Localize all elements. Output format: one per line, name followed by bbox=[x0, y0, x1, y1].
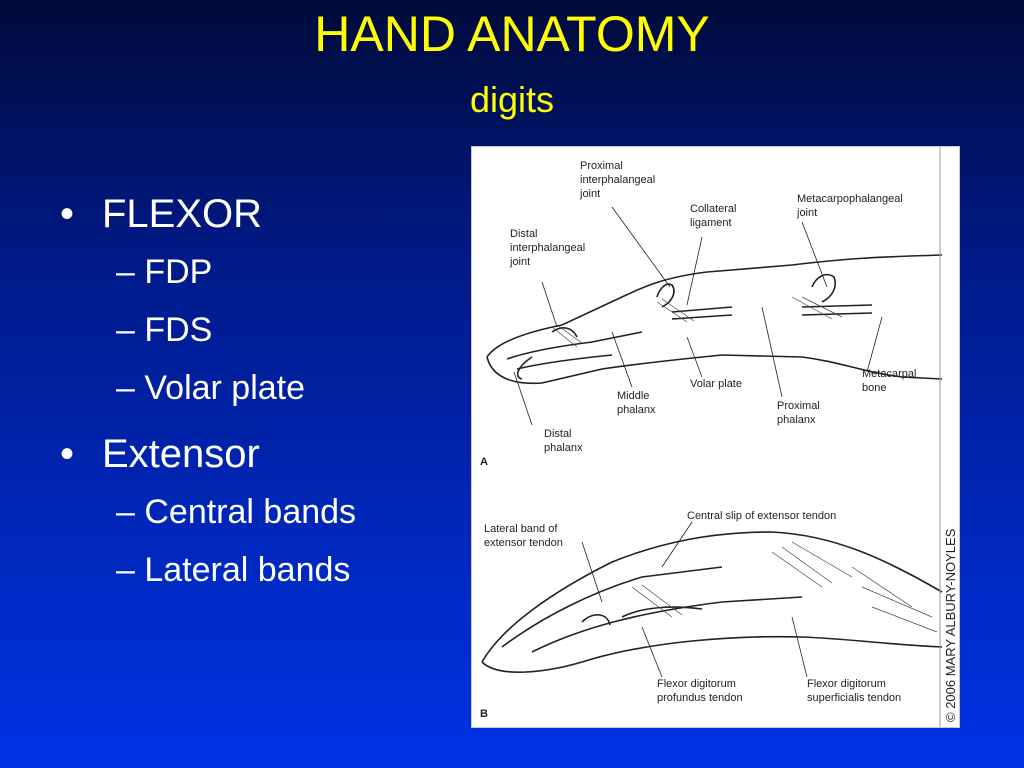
panel-b-drawing bbox=[481, 531, 943, 673]
panel-b-leaders bbox=[581, 521, 808, 678]
label-volar-plate: Volar plate bbox=[690, 378, 742, 390]
bullet-label: Extensor bbox=[102, 432, 260, 476]
bullet-dot: • bbox=[60, 192, 75, 236]
subitem-volar-plate: – Volar plate bbox=[116, 369, 306, 407]
subitem-fdp: – FDP bbox=[116, 253, 213, 291]
panel-b-hatching bbox=[631, 541, 938, 633]
panel-b-letter: B bbox=[480, 708, 488, 720]
subitem-central-bands: – Central bands bbox=[116, 493, 357, 531]
panel-a-letter: A bbox=[480, 456, 488, 468]
copyright-text: © 2006 MARY ALBURY-NOYLES bbox=[943, 528, 958, 722]
panel-a-drawing bbox=[486, 254, 943, 385]
subitem-fds: – FDS bbox=[116, 311, 213, 349]
bullet-dot: • bbox=[60, 432, 75, 476]
panel-a-hatching bbox=[551, 296, 843, 348]
slide-subtitle: digits bbox=[469, 79, 555, 120]
label-central-slip: Central slip of extensor tendon bbox=[687, 510, 836, 522]
bullet-list: • FLEXOR – FDP – FDS – Volar plate • Ext… bbox=[60, 190, 356, 594]
bullet-label: FLEXOR bbox=[102, 192, 263, 236]
bullet-extensor: • Extensor bbox=[60, 430, 356, 478]
slide-title: HAND ANATOMY bbox=[314, 6, 710, 62]
bullet-flexor: • FLEXOR bbox=[60, 190, 356, 238]
subitem-lateral-bands: – Lateral bands bbox=[116, 551, 351, 589]
panel-a-leaders bbox=[513, 206, 883, 426]
